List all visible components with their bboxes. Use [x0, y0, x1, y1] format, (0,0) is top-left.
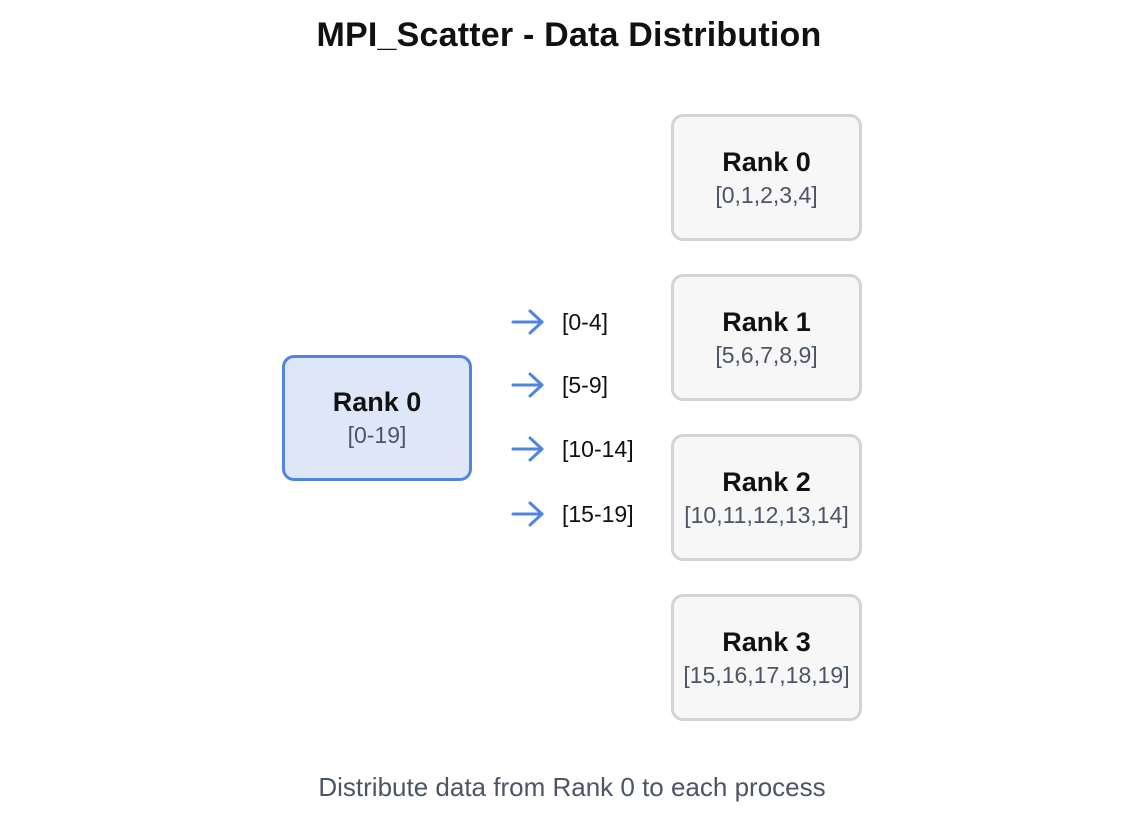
target-rank-name: Rank 0	[722, 146, 811, 177]
arrow-right-icon	[511, 372, 544, 398]
chunk-label: [15-19]	[562, 500, 634, 527]
chunk-label: [0-4]	[562, 308, 609, 335]
diagram-title: MPI_Scatter - Data Distribution	[316, 16, 822, 54]
target-rank-box: Rank 1 [5,6,7,8,9]	[671, 274, 862, 401]
chunk-item: [0-4]	[510, 304, 608, 340]
target-rank-data: [0,1,2,3,4]	[715, 181, 818, 208]
target-rank-data: [5,6,7,8,9]	[715, 341, 818, 368]
source-rank-box: Rank 0 [0-19]	[282, 355, 472, 481]
target-rank-name: Rank 1	[722, 306, 811, 337]
target-rank-data: [15,16,17,18,19]	[683, 661, 850, 688]
arrow-right-icon	[511, 501, 544, 527]
target-rank-box: Rank 3 [15,16,17,18,19]	[671, 594, 862, 721]
target-rank-data: [10,11,12,13,14]	[684, 501, 849, 528]
chunk-item: [5-9]	[510, 367, 608, 403]
source-rank-name: Rank 0	[332, 387, 422, 417]
arrow-right-icon	[511, 309, 544, 335]
source-rank-data: [0-19]	[347, 422, 407, 448]
chunk-item: [15-19]	[510, 496, 634, 532]
chunk-label: [5-9]	[562, 371, 609, 398]
diagram-caption: Distribute data from Rank 0 to each proc…	[318, 772, 826, 802]
target-rank-name: Rank 2	[722, 466, 811, 497]
chunk-label: [10-14]	[562, 435, 634, 462]
target-rank-name: Rank 3	[722, 626, 811, 657]
chunk-item: [10-14]	[510, 431, 634, 467]
target-rank-box: Rank 2 [10,11,12,13,14]	[671, 434, 862, 561]
target-rank-box: Rank 0 [0,1,2,3,4]	[671, 114, 862, 241]
arrow-right-icon	[511, 436, 544, 462]
